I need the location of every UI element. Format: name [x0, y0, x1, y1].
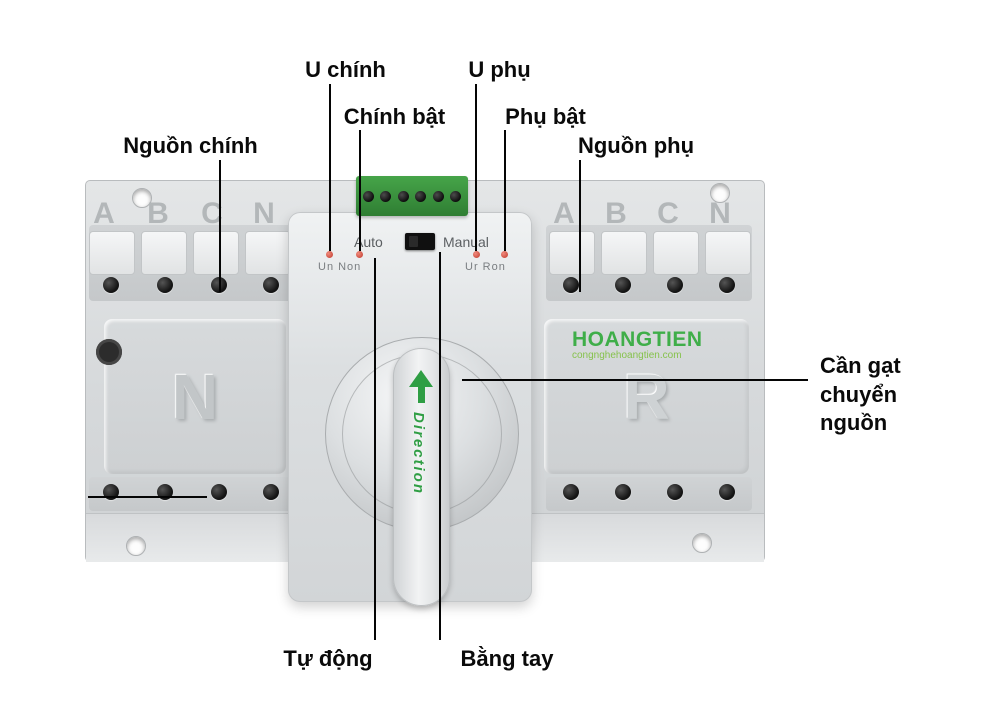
terminal-screw: [263, 484, 279, 500]
terminal-screw: [211, 277, 227, 293]
label-nguon-phu: Nguồn phụ: [577, 133, 695, 158]
direction-label: Direction: [410, 412, 427, 496]
left-panel-letter: N: [171, 360, 219, 433]
terminal-cover: [653, 231, 699, 275]
main-on-led: [356, 251, 363, 258]
terminal-screw: [719, 484, 735, 500]
terminal-screw: [563, 277, 579, 293]
phase-label: A: [93, 197, 115, 230]
terminal-cover: [193, 231, 239, 275]
terminal-screw: [432, 190, 444, 202]
manual-mode-label: Manual: [443, 234, 489, 250]
terminal-screw: [380, 190, 392, 202]
mounting-hole-bottom-right: [692, 533, 712, 553]
phase-label: B: [147, 197, 169, 230]
label-u-chinh: U chính: [305, 57, 386, 82]
terminal-cover: [89, 231, 135, 275]
terminal-screw: [103, 277, 119, 293]
auto-mode-label: Auto: [354, 234, 383, 250]
phase-label: N: [709, 197, 731, 230]
brand-name: HOANGTIEN: [572, 328, 703, 351]
terminal-cover: [141, 231, 187, 275]
terminal-screw: [667, 277, 683, 293]
right-panel-letter: R: [623, 360, 670, 433]
pcb-terminal-block: [356, 176, 468, 216]
phase-label: B: [605, 197, 627, 230]
phase-label: C: [657, 197, 679, 230]
left-indicator-label: Un Non: [318, 261, 362, 273]
aux-on-led: [501, 251, 508, 258]
right-indicator-label: Ur Ron: [465, 261, 506, 273]
main-voltage-led: [326, 251, 333, 258]
terminal-screw: [211, 484, 227, 500]
mounting-hole-top-right: [710, 183, 730, 203]
right-panel: R: [544, 319, 749, 474]
terminal-screw: [397, 190, 409, 202]
terminal-screw: [719, 277, 735, 293]
terminal-screw: [157, 277, 173, 293]
phase-label: A: [553, 197, 575, 230]
mounting-hole-bottom-left: [126, 536, 146, 556]
terminal-screw: [103, 484, 119, 500]
aux-voltage-led: [473, 251, 480, 258]
terminal-screw: [157, 484, 173, 500]
terminal-screw: [362, 190, 374, 202]
left-panel: N: [104, 319, 286, 474]
label-can-gat: Cần gạt chuyển nguồn: [820, 353, 901, 436]
brand-logo: HOANGTIEN congnghehoangtien.com: [572, 328, 742, 362]
brand-site: congnghehoangtien.com: [572, 350, 682, 362]
terminal-cover: [549, 231, 595, 275]
terminal-screw: [563, 484, 579, 500]
switch-module: Auto Manual Un Non Ur Ron Direction: [288, 212, 532, 606]
direction-arrow-icon: [409, 370, 433, 387]
terminal-screw: [263, 277, 279, 293]
terminal-screw: [415, 190, 427, 202]
phase-label: N: [253, 197, 275, 230]
label-nguon-chinh: Nguồn chính: [123, 133, 258, 158]
mounting-hole-top-left: [132, 188, 152, 208]
mode-slide-switch: [405, 233, 435, 250]
label-bang-tay: Bằng tay: [460, 646, 554, 671]
certification-mark: [96, 339, 122, 365]
terminal-cover: [601, 231, 647, 275]
terminal-screw: [615, 277, 631, 293]
direction-arrow-icon: [418, 386, 425, 403]
label-tu-dong: Tự động: [283, 646, 373, 671]
terminal-screw: [615, 484, 631, 500]
right-bottom-terminal-strip: [546, 477, 752, 511]
label-u-phu: U phụ: [468, 57, 531, 82]
terminal-cover: [245, 231, 291, 275]
label-chinh-bat: Chính bật: [343, 104, 446, 129]
terminal-screw: [450, 190, 462, 202]
phase-label: C: [201, 197, 223, 230]
terminal-screw: [667, 484, 683, 500]
terminal-cover: [705, 231, 751, 275]
label-phu-bat: Phụ bật: [505, 104, 586, 129]
